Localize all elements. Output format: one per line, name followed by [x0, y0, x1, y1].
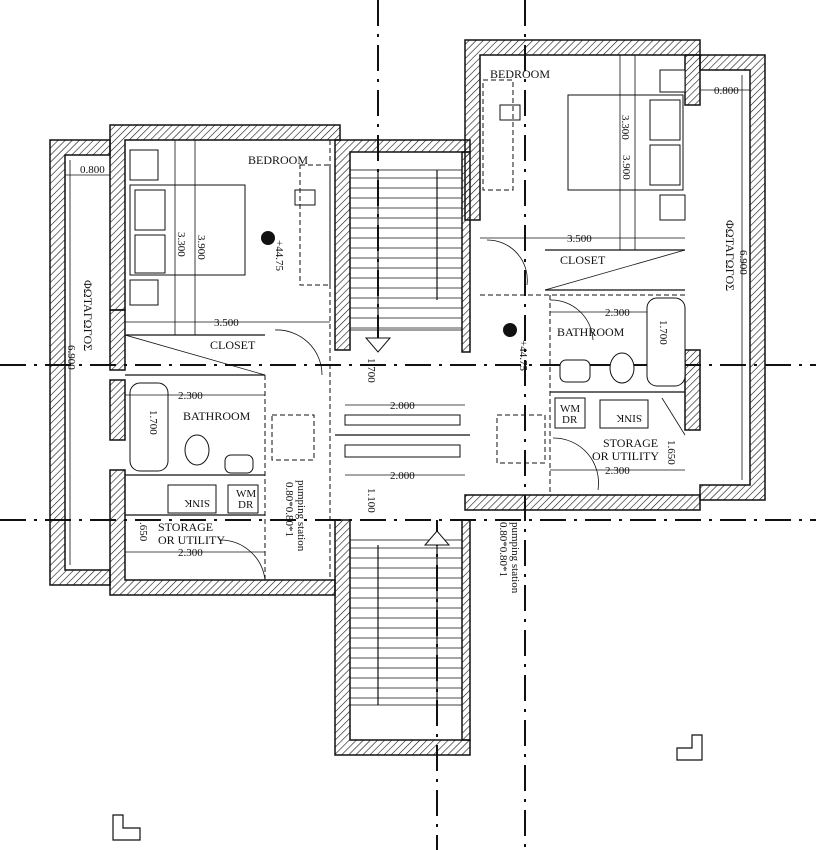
- right-bathroom-label: BATHROOM: [557, 325, 625, 339]
- dim-lightwell-width-right: 0.800: [714, 85, 739, 97]
- dim-landing: 1.700: [365, 358, 377, 383]
- stair-arrow-up-icon: [423, 530, 451, 546]
- left-pumping-size: 0.80*0.80*1: [283, 482, 295, 537]
- right-storage-label-2: OR UTILITY: [592, 449, 659, 463]
- left-lightwell: 0.800 ΦΩΤΑΓΩΓΟΣ 6.900: [49, 139, 111, 586]
- dim-bed-inner: 3.300: [175, 232, 187, 257]
- right-storage-label-1: STORAGE: [603, 436, 658, 450]
- dim-bath-width: 2.300: [178, 390, 203, 402]
- right-sink-label: SINK: [616, 412, 642, 424]
- dim-stair-width-top: 2.000: [390, 400, 415, 412]
- dim-lightwell-length: 6.900: [65, 345, 77, 370]
- left-bedroom-label: BEDROOM: [248, 153, 308, 167]
- dim-tub-right: 1.700: [657, 320, 669, 345]
- lightwell-label-right: ΦΩΤΑΓΩΓΟΣ: [723, 220, 737, 291]
- left-pumping-label: pumping station: [295, 480, 307, 552]
- dim-bed-height: 3.900: [195, 235, 207, 260]
- right-pumping-label: pumping station: [509, 522, 521, 594]
- right-lightwell: 0.800 ΦΩΤΑΓΩΓΟΣ 6.900: [699, 54, 766, 501]
- stair-lower: [349, 539, 463, 706]
- stairwell: (function(){ const ns="http://www.w3.org…: [334, 139, 471, 756]
- stair-arrow-down-icon: [364, 337, 392, 353]
- dim-bed-height-right: 3.900: [620, 155, 632, 180]
- right-dr-label: DR: [562, 414, 578, 426]
- left-wm-label: WM: [236, 488, 256, 500]
- dim-lightwell-width: 0.800: [80, 164, 105, 176]
- left-level: +44.75: [273, 240, 285, 271]
- dim-landing-2: 1.100: [365, 488, 377, 513]
- left-storage-label-1: STORAGE: [158, 520, 213, 534]
- dim-bath-width-right: 2.300: [605, 307, 630, 319]
- left-storage-label-2: OR UTILITY: [158, 533, 225, 547]
- left-bathroom-label: BATHROOM: [183, 409, 251, 423]
- corner-marker: [676, 734, 703, 761]
- dim-bed-width: 3.500: [214, 317, 239, 329]
- left-closet-label: CLOSET: [210, 338, 256, 352]
- right-wm-label: WM: [560, 403, 580, 415]
- dim-storage-height: .650: [137, 522, 149, 542]
- dim-lightwell-length-right: 6.900: [737, 250, 749, 275]
- dim-storage-width-right: 2.300: [605, 465, 630, 477]
- right-bedroom-label: BEDROOM: [490, 67, 550, 81]
- corner-marker: [112, 814, 141, 841]
- dim-storage-height-right: 1.650: [665, 440, 677, 465]
- dim-stair-width-bottom: 2.000: [390, 470, 415, 482]
- stair-upper: [349, 169, 463, 340]
- right-unit: BEDROOM 3.300 3.900 3.500 CLOSET +44.75 …: [464, 39, 701, 594]
- left-unit: BEDROOM +44.75 3.500 3.300 3.900 CLOSET …: [109, 124, 341, 596]
- dim-bed-width-right: 3.500: [567, 233, 592, 245]
- dim-tub: 1.700: [147, 410, 159, 435]
- right-pumping-size: 0.80*0.80*1: [497, 522, 509, 577]
- right-closet-label: CLOSET: [560, 253, 606, 267]
- lightwell-label: ΦΩΤΑΓΩΓΟΣ: [81, 280, 95, 351]
- left-dr-label: DR: [238, 499, 254, 511]
- dim-bed-inner-right: 3.300: [619, 115, 631, 140]
- right-level: +44.75: [517, 340, 529, 371]
- dim-storage-width: 2.300: [178, 547, 203, 559]
- left-sink-label: SINK: [184, 497, 210, 509]
